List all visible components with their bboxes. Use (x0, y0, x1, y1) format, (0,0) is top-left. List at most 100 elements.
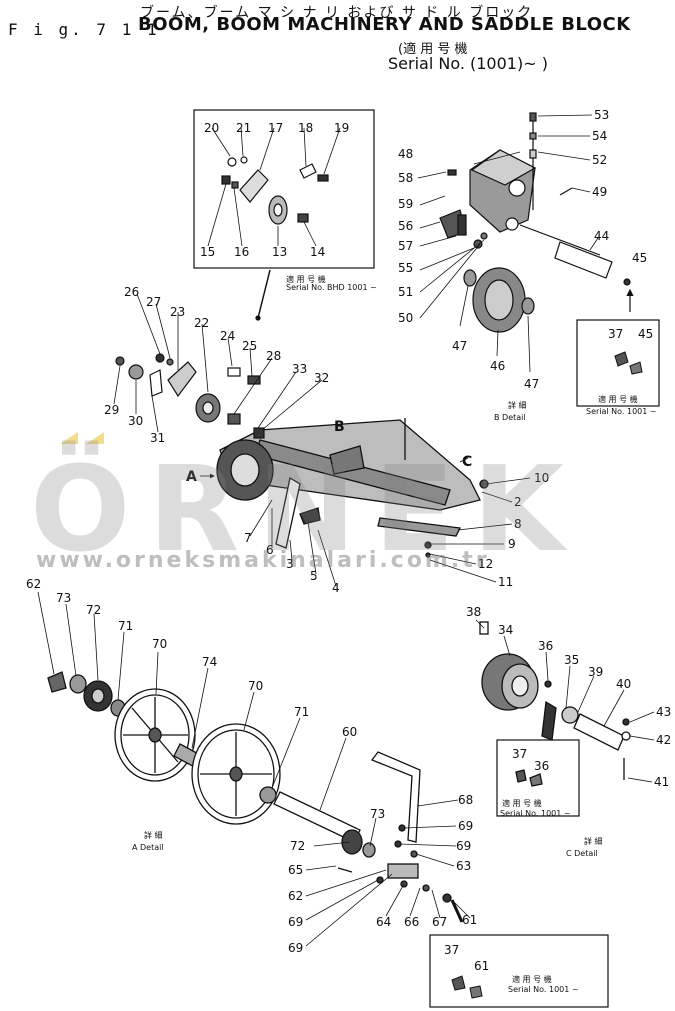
a-detail-jp: 詳 細 (144, 830, 163, 840)
part-label-35: 35 (564, 653, 579, 667)
inset-box-top (193, 109, 375, 269)
c-inset-serial: Serial No. 1001 ~ (500, 809, 571, 818)
figure-number: F i g. 7 1 1 (8, 20, 160, 39)
part-label-67: 67 (432, 915, 447, 929)
part-label-5: 5 (310, 569, 318, 583)
part-label-4: 4 (332, 581, 340, 595)
part-label-2: 2 (514, 495, 522, 509)
part-label-8: 8 (514, 517, 522, 531)
part-label-71b: 71 (294, 705, 309, 719)
b-detail-jp: 詳 細 (508, 400, 527, 410)
part-label-25: 25 (242, 339, 257, 353)
watermark-brand: ÖRNEK (30, 440, 582, 578)
part-label-37-c-inset: 37 (512, 747, 527, 761)
part-label-70: 70 (152, 637, 167, 651)
part-label-69b: 69 (456, 839, 471, 853)
part-label-66: 66 (404, 915, 419, 929)
part-label-69c: 69 (288, 915, 303, 929)
part-label-10: 10 (534, 471, 549, 485)
a-detail-label: A Detail (132, 843, 164, 852)
part-label-45-b-inset: 45 (638, 327, 653, 341)
part-label-46: 46 (490, 359, 505, 373)
part-label-53: 53 (594, 108, 609, 122)
part-label-37-b-inset: 37 (608, 327, 623, 341)
part-label-55: 55 (398, 261, 413, 275)
saddle-block-drawing (439, 112, 634, 333)
part-label-72b: 72 (290, 839, 305, 853)
part-label-64: 64 (376, 915, 391, 929)
part-label-70b: 70 (248, 679, 263, 693)
part-label-23: 23 (170, 305, 185, 319)
inset-box-c (496, 739, 580, 817)
part-label-40: 40 (616, 677, 631, 691)
part-label-33: 33 (292, 362, 307, 376)
part-label-47b: 47 (524, 377, 539, 391)
b-detail-label: B Detail (494, 413, 526, 422)
part-label-59: 59 (398, 197, 413, 211)
part-label-32: 32 (314, 371, 329, 385)
part-label-49: 49 (592, 185, 607, 199)
part-label-21: 21 (236, 121, 251, 135)
part-label-48: 48 (398, 147, 413, 161)
serial-caption-japanese: (適 用 号 機 (398, 42, 468, 57)
leader-lines (37, 114, 655, 947)
part-label-29: 29 (104, 403, 119, 417)
inset-captions: 適 用 号 機 Serial No. BHD 1001 ~ 詳 細 B Deta… (132, 274, 657, 994)
part-label-36-c-inset: 36 (534, 759, 549, 773)
part-label-60: 60 (342, 725, 357, 739)
view-letters: A B C (186, 419, 472, 485)
title-japanese: ブーム、ブーム マ シ ナ リ および サ ド ル ブロック (140, 5, 534, 21)
part-label-68: 68 (458, 793, 473, 807)
watermark-url: www.orneksmakinalari.com.tr (36, 548, 490, 573)
part-label-12: 12 (478, 557, 493, 571)
part-label-31: 31 (150, 431, 165, 445)
part-label-56: 56 (398, 219, 413, 233)
part-label-65: 65 (288, 863, 303, 877)
part-label-44: 44 (594, 229, 609, 243)
boom-assembly (216, 418, 489, 558)
top-inset-serial: Serial No. BHD 1001 ~ (286, 283, 377, 292)
part-label-62: 62 (26, 577, 41, 591)
part-label-50: 50 (398, 311, 413, 325)
part-label-15: 15 (200, 245, 215, 259)
part-label-51: 51 (398, 285, 413, 299)
view-label-a: A (186, 469, 197, 485)
part-label-17: 17 (268, 121, 283, 135)
part-label-34: 34 (498, 623, 513, 637)
part-label-11: 11 (498, 575, 513, 589)
part-label-20: 20 (204, 121, 219, 135)
part-label-9: 9 (508, 537, 516, 551)
part-label-71: 71 (118, 619, 133, 633)
part-label-13: 13 (272, 245, 287, 259)
part-label-42: 42 (656, 733, 671, 747)
top-inset-parts (221, 156, 329, 321)
bottom-inset-serial: Serial No. 1001 ~ (508, 985, 579, 994)
a-detail-drawing (47, 671, 464, 923)
part-label-22: 22 (194, 316, 209, 330)
part-label-62b: 62 (288, 889, 303, 903)
part-label-24: 24 (220, 329, 235, 343)
part-label-26: 26 (124, 285, 139, 299)
part-label-69d: 69 (288, 941, 303, 955)
serial-number-range: Serial No. (1001)~ ) (388, 54, 548, 73)
part-label-18: 18 (298, 121, 313, 135)
part-label-39: 39 (588, 665, 603, 679)
b-inset-caption-jp: 適 用 号 機 (598, 394, 638, 404)
part-label-43: 43 (656, 705, 671, 719)
part-label-14: 14 (310, 245, 325, 259)
b-inset-parts (614, 351, 643, 375)
bottom-inset-caption-jp: 適 用 号 機 (512, 974, 552, 984)
part-label-54: 54 (592, 129, 607, 143)
part-label-58: 58 (398, 171, 413, 185)
part-label-45: 45 (632, 251, 647, 265)
b-inset-serial: Serial No. 1001 ~ (586, 407, 657, 416)
boom-machinery-parts (115, 353, 265, 439)
part-label-61-bottom-inset: 61 (474, 959, 489, 973)
part-label-57: 57 (398, 239, 413, 253)
part-label-38: 38 (466, 605, 481, 619)
top-inset-caption-jp: 適 用 号 機 (286, 274, 326, 284)
c-inset-caption-jp: 適 用 号 機 (502, 798, 542, 808)
inset-box-bottom (429, 934, 609, 1008)
